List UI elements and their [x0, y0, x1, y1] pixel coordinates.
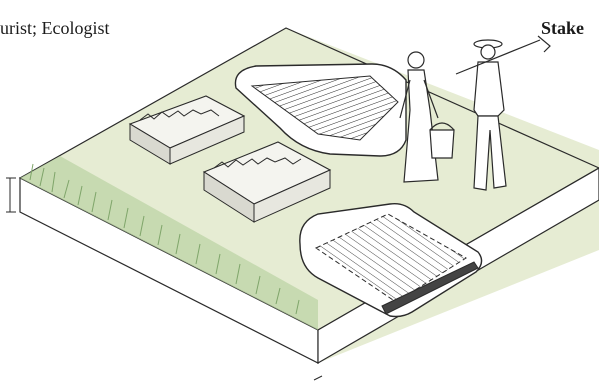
hoe-blade: [538, 36, 550, 52]
bucket: [430, 130, 454, 158]
